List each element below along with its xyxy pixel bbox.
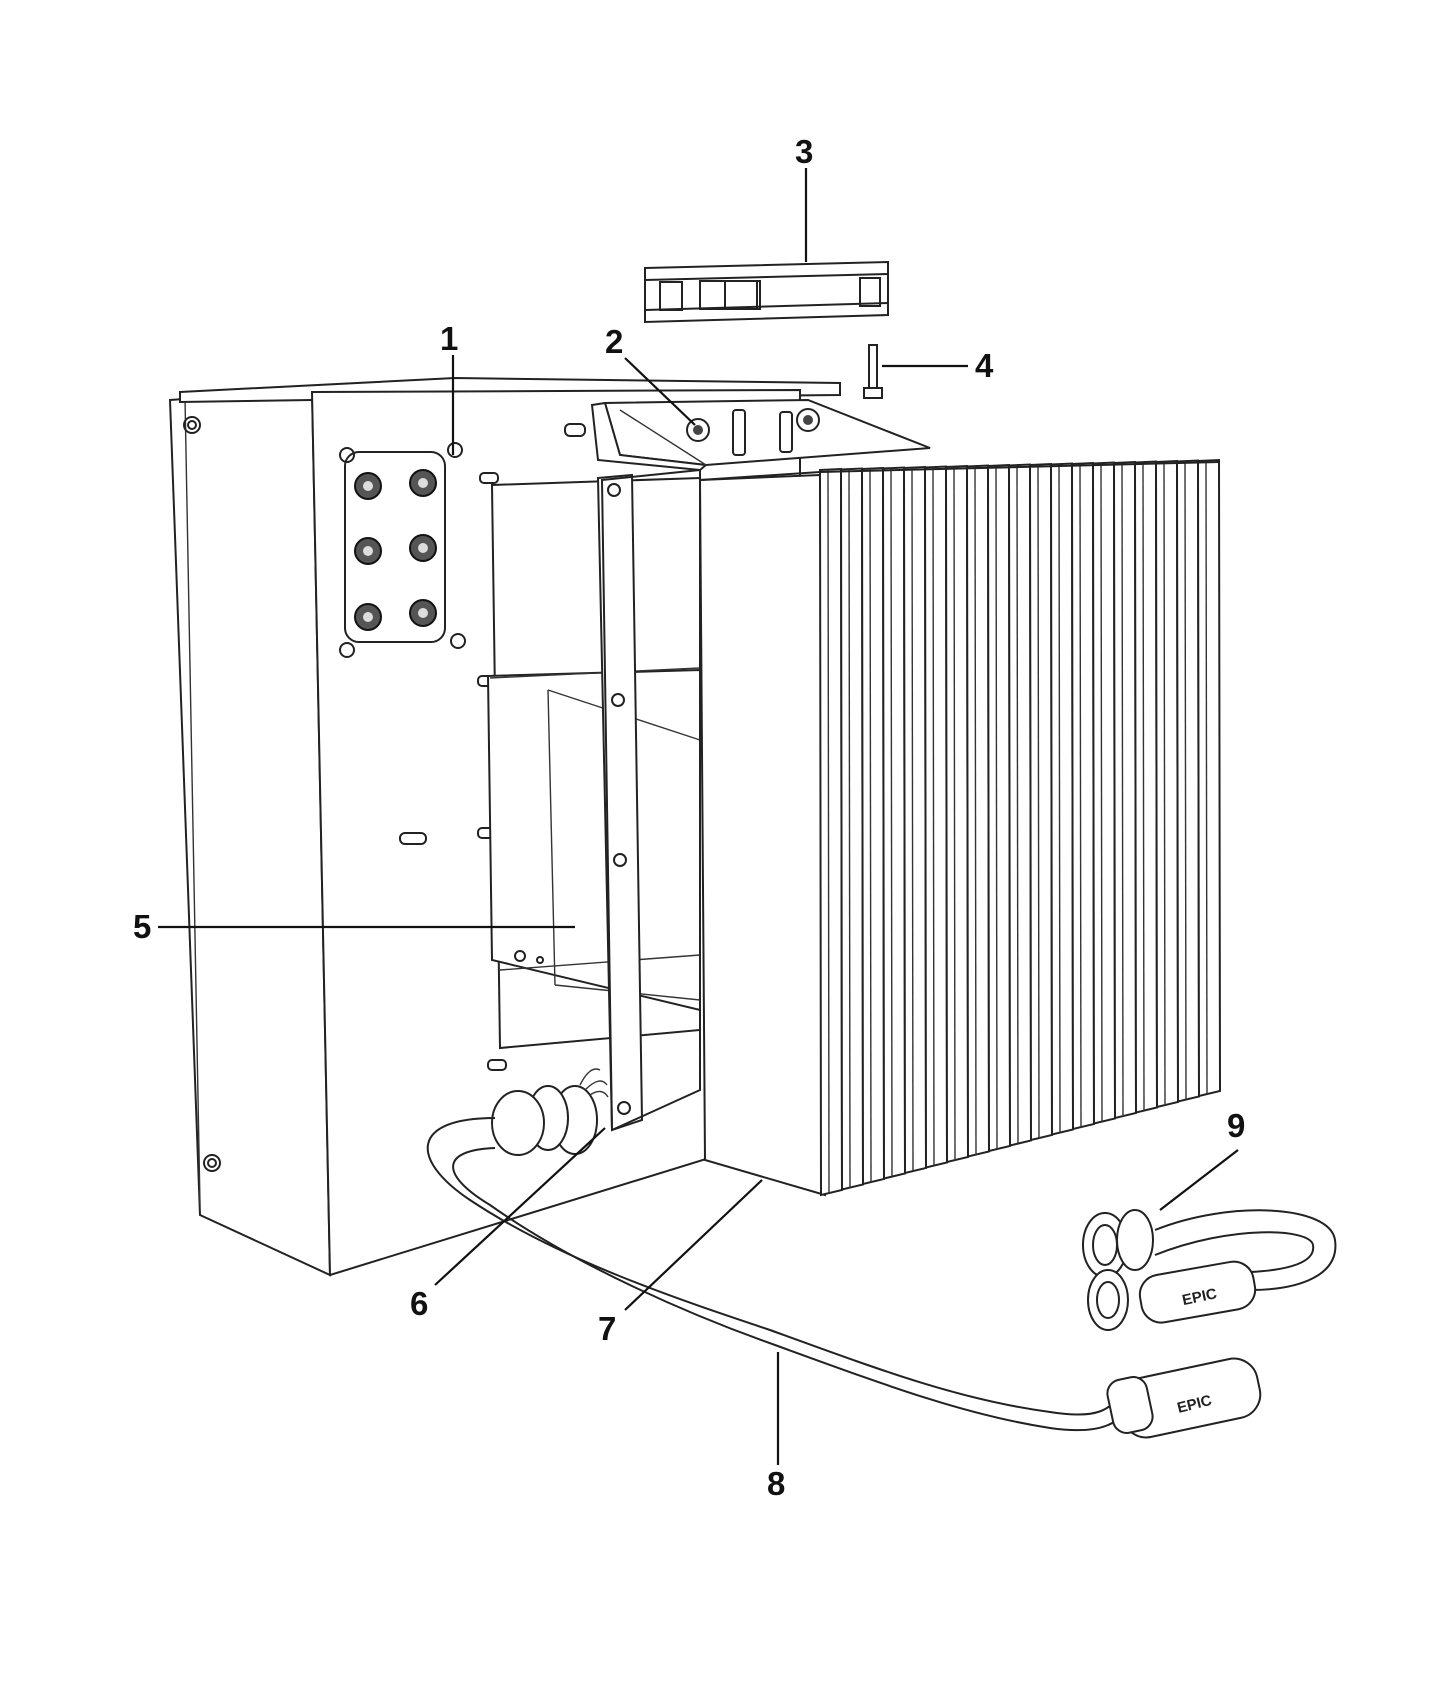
heat-sink-fin-edge — [827, 469, 830, 1194]
cable-gland — [491, 1068, 609, 1156]
heat-sink-fin — [1070, 461, 1096, 1131]
heat-sink-fin — [1007, 463, 1033, 1147]
heat-sink-fin — [986, 463, 1012, 1153]
circuit-board-stack — [486, 476, 701, 1050]
heat-sink-fin-edge — [995, 465, 998, 1150]
heat-sink-fin — [1196, 458, 1222, 1098]
epic-plug-large: EPIC — [1106, 1357, 1262, 1439]
heat-sink-fin — [1154, 459, 1180, 1109]
epic-brand-label-adapter: EPIC — [1181, 1285, 1219, 1309]
callout-9: 9 — [1227, 1107, 1245, 1144]
callout-3: 3 — [795, 133, 813, 170]
heat-sink-fin — [1175, 459, 1201, 1103]
heat-sink-fin — [1028, 462, 1054, 1142]
callout-7: 7 — [598, 1310, 616, 1347]
socket-plate-terminals — [354, 469, 437, 631]
heat-sink-fin-edge — [932, 467, 935, 1166]
callout-1: 1 — [440, 320, 458, 357]
heat-sink-fin — [1133, 460, 1159, 1114]
heat-sink-fin-edge — [1163, 461, 1166, 1106]
callout-8: 8 — [767, 1465, 785, 1502]
mounting-frame — [491, 468, 701, 1156]
heat-sink-fin — [860, 466, 886, 1186]
heat-sink — [698, 458, 1222, 1197]
callout-4: 4 — [975, 347, 994, 384]
heat-sink-fin — [923, 465, 949, 1169]
callout-numbers: 1 2 3 4 5 6 7 8 9 — [133, 133, 1245, 1502]
leader-lines — [158, 168, 1239, 1465]
heat-sink-fin-edge — [890, 468, 893, 1177]
heat-sink-top-edge — [699, 461, 1220, 481]
heat-sink-fin — [944, 464, 970, 1164]
heat-sink-fin-edge — [1037, 464, 1040, 1139]
callout-2: 2 — [605, 323, 623, 360]
heat-sink-fin — [1049, 462, 1075, 1136]
heat-sink-fin-edge — [1142, 462, 1145, 1111]
adapter-plug: EPIC — [1087, 1260, 1257, 1331]
heat-sink-fin — [1091, 461, 1117, 1125]
heat-sink-fin-edge — [1205, 460, 1208, 1095]
socket-plate — [339, 442, 466, 658]
heat-sink-fin-edge — [911, 467, 914, 1172]
heat-sink-fin — [881, 466, 907, 1180]
main-cable-assembly: EPIC — [426, 1117, 1262, 1439]
adapter-cable-assembly: EPIC — [1082, 1209, 1337, 1331]
heat-sink-fin — [965, 464, 991, 1158]
heat-sink-fin — [839, 467, 865, 1191]
adapter-socket — [1082, 1209, 1154, 1278]
heat-sink-fin-edge — [869, 468, 872, 1183]
heat-sink-fin — [902, 465, 928, 1175]
heat-sink-base — [698, 473, 827, 1197]
heat-sink-fin-edge — [1079, 463, 1082, 1128]
heat-sink-fin — [818, 467, 844, 1197]
fan-screw — [863, 344, 883, 399]
heat-sink-fin-edge — [1100, 463, 1103, 1122]
heat-sink-fin-edge — [1121, 462, 1124, 1117]
heat-sink-fin-edge — [1016, 465, 1019, 1144]
heat-sink-fin — [1112, 460, 1138, 1120]
cooling-fan — [644, 260, 889, 324]
heat-sink-fin-edge — [974, 466, 977, 1155]
callout-5: 5 — [133, 908, 151, 945]
heat-sink-fin-edge — [953, 466, 956, 1161]
callout-6: 6 — [410, 1285, 428, 1322]
fan-bracket — [564, 398, 931, 472]
heat-sink-fin-edge — [848, 469, 851, 1188]
heat-sink-fin-edge — [1184, 461, 1187, 1100]
heat-sink-fin-edge — [1058, 464, 1061, 1133]
